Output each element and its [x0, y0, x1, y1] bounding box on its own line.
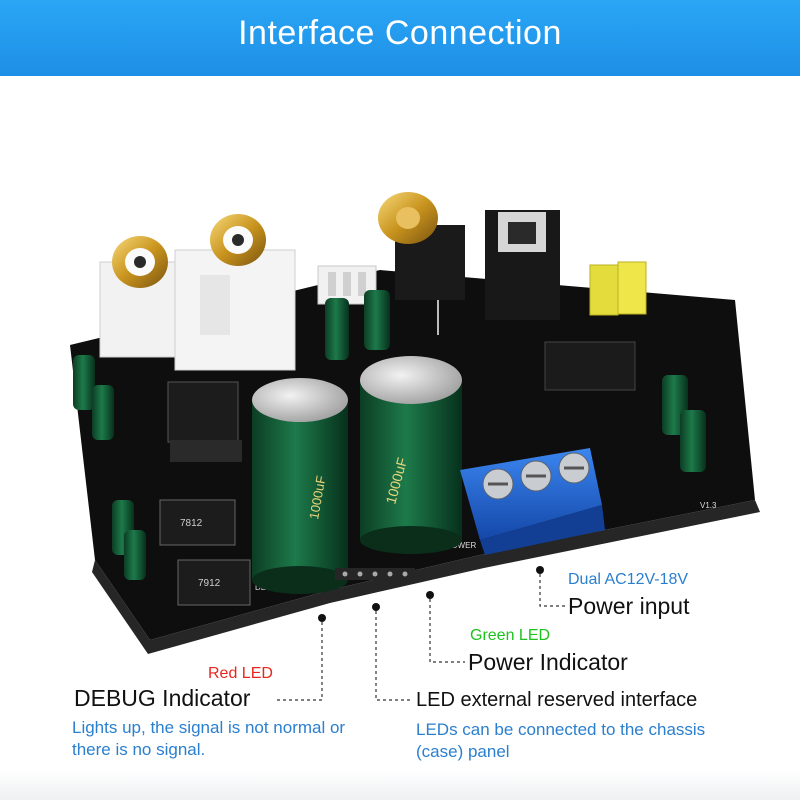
power-input-note: Dual AC12V-18V [568, 571, 689, 588]
regulator-2: 7912 [177, 559, 251, 606]
small-capacitors [73, 290, 706, 580]
film-capacitor-1 [589, 264, 619, 316]
silk-power: POWER [446, 541, 476, 550]
opamp-chip [167, 381, 242, 462]
regulator-1: 7812 [159, 499, 236, 546]
led-interface-desc-line1: LEDs can be connected to the chassis [416, 720, 706, 739]
callout-lines [275, 574, 565, 701]
led-interface-desc-line2: (case) panel [416, 742, 510, 761]
rca-jack-right [174, 214, 296, 371]
header-connector [317, 265, 377, 305]
optical-connector [485, 210, 560, 320]
bottom-fade [0, 770, 800, 800]
film-capacitor-2 [617, 261, 647, 315]
led-interface-title: LED external reserved interface [416, 689, 698, 711]
board-illustration: DEBUG POWER V1.3 [70, 192, 760, 701]
power-input-title: Power input [568, 593, 690, 619]
large-capacitor-right: 1000uF [360, 356, 462, 554]
led-header-pins [335, 568, 415, 580]
large-capacitor-left: 1000uF [252, 378, 348, 594]
power-indicator-note: Green LED [470, 627, 551, 644]
debug-indicator-title: DEBUG Indicator [74, 685, 251, 711]
coaxial-connector [378, 192, 465, 335]
power-terminal-block [460, 448, 605, 555]
debug-indicator-desc-line2: there is no signal. [72, 740, 206, 759]
page-title: Interface Connection [238, 14, 562, 52]
regulator-2-label: 7912 [198, 578, 221, 589]
dac-chip [544, 341, 636, 391]
debug-indicator-desc-line1: Lights up, the signal is not normal or [72, 718, 346, 737]
power-indicator-title: Power Indicator [468, 649, 628, 675]
regulator-1-label: 7812 [180, 518, 203, 529]
header-banner: Interface Connection [0, 0, 800, 76]
callout-markers [318, 566, 544, 622]
debug-indicator-note: Red LED [208, 665, 273, 682]
silk-version: V1.3 [700, 501, 717, 510]
